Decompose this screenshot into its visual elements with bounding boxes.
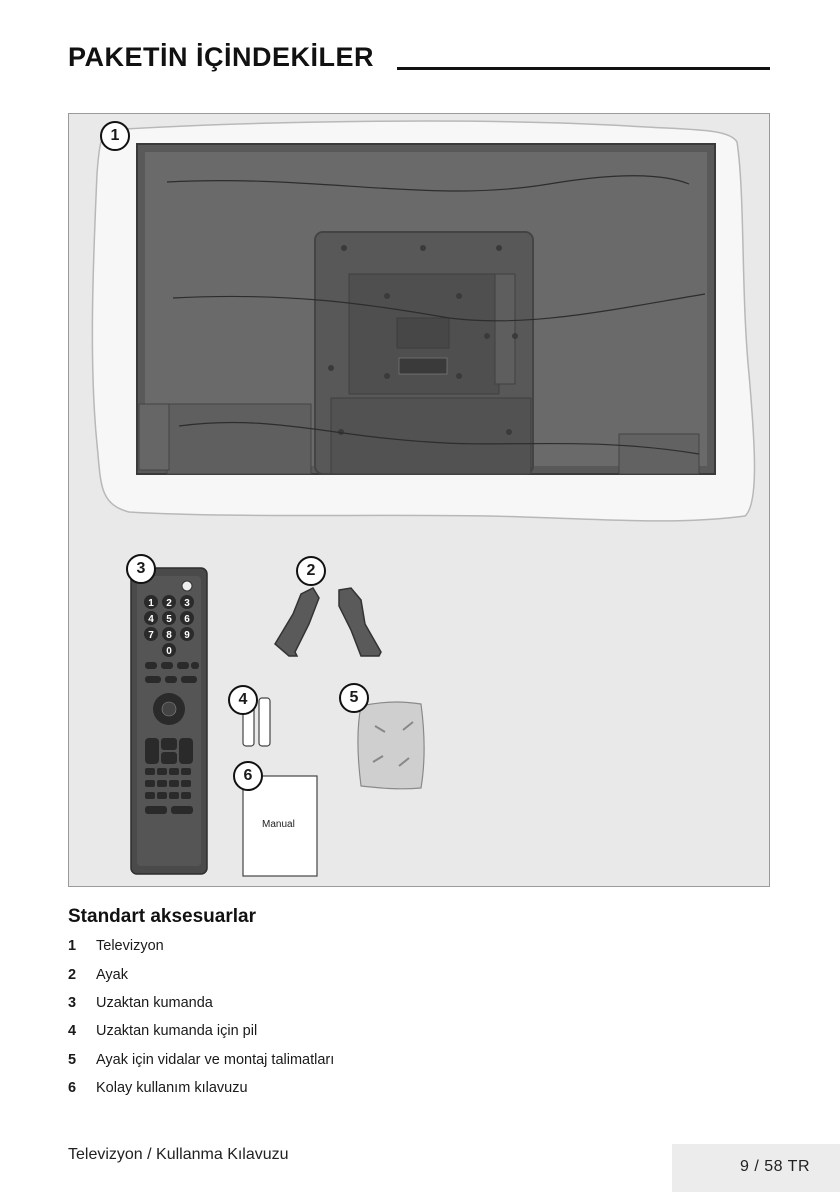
remote-key-2: 2: [166, 598, 172, 609]
callout-5-screws: 5: [339, 683, 369, 713]
remote-key-8: 8: [166, 630, 172, 641]
item-label: Uzaktan kumanda: [96, 995, 213, 1011]
remote-key-0: 0: [166, 646, 172, 657]
remote-key-4: 4: [148, 614, 154, 625]
package-contents-figure: 1 2 3 4 5 6 7 8 9 0: [68, 113, 770, 887]
manual-label: Manual: [262, 819, 295, 830]
remote-key-1: 1: [148, 598, 154, 609]
item-number: 3: [68, 995, 96, 1011]
item-label: Televizyon: [96, 938, 164, 954]
page-number-box: 9 / 58 TR: [672, 1144, 840, 1192]
item-label: Ayak: [96, 967, 128, 983]
accessories-heading: Standart aksesuarlar: [68, 906, 256, 928]
package-illustration: 1 2 3 4 5 6 7 8 9 0: [69, 114, 771, 888]
item-number: 6: [68, 1080, 96, 1096]
screw-bag: [358, 702, 424, 789]
item-number: 5: [68, 1052, 96, 1068]
callout-6-manual: 6: [233, 761, 263, 791]
callout-3-remote: 3: [126, 554, 156, 584]
remote-key-9: 9: [184, 630, 190, 641]
remote-key-6: 6: [184, 614, 190, 625]
page-number: 9 / 58 TR: [672, 1158, 810, 1176]
callout-1-tv: 1: [100, 121, 130, 151]
remote-key-5: 5: [166, 614, 172, 625]
item-label: Ayak için vidalar ve montaj talimatları: [96, 1052, 334, 1068]
stand-feet: [275, 588, 381, 656]
remote-key-7: 7: [148, 630, 154, 641]
item-number: 1: [68, 938, 96, 954]
page-title: PAKETİN İÇİNDEKİLER: [68, 42, 374, 73]
callout-4-batteries: 4: [228, 685, 258, 715]
item-label: Kolay kullanım kılavuzu: [96, 1080, 248, 1096]
title-rule: [397, 67, 770, 70]
remote-key-3: 3: [184, 598, 190, 609]
item-number: 2: [68, 967, 96, 983]
item-number: 4: [68, 1023, 96, 1039]
item-label: Uzaktan kumanda için pil: [96, 1023, 257, 1039]
footer-doc-title: Televizyon / Kullanma Kılavuzu: [68, 1146, 289, 1164]
power-button: [182, 581, 192, 591]
callout-2-stand: 2: [296, 556, 326, 586]
